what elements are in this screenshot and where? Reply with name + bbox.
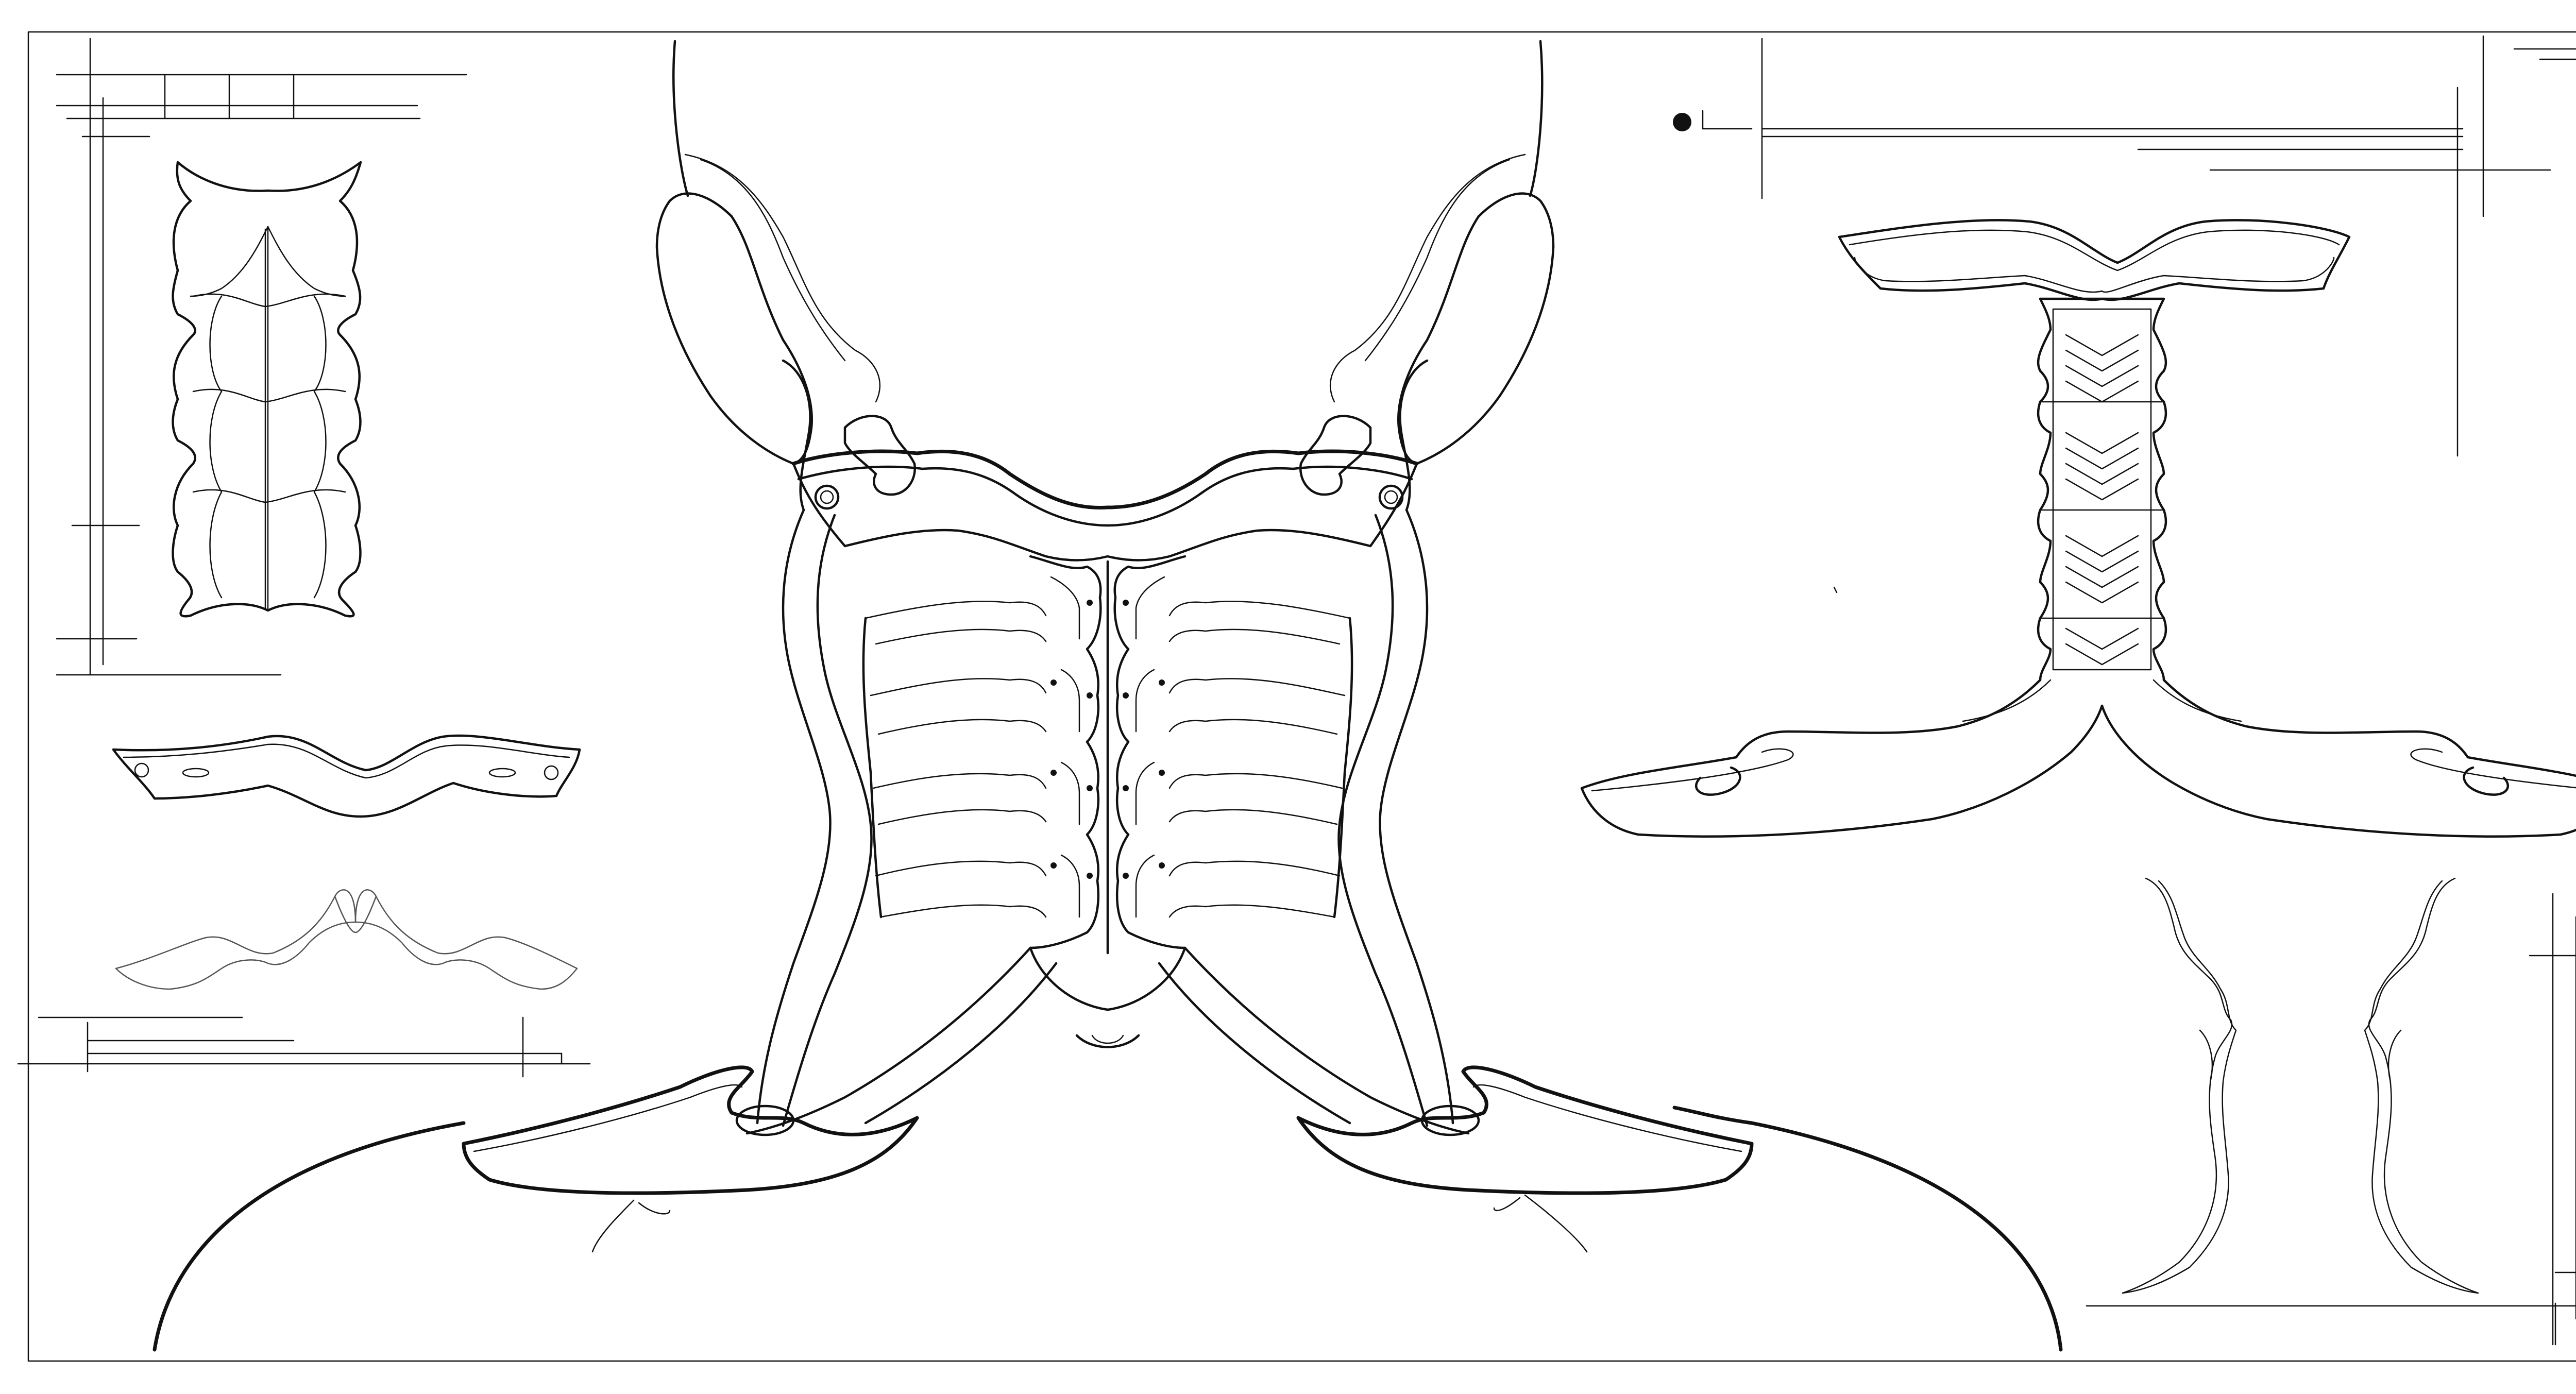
stray-pen-mark [1833,586,1838,593]
faint-shoulder-plate-sketch [115,889,578,990]
top-right-guide-lines [1673,35,2576,457]
collar-bar-sketch [112,734,581,818]
top-left-guide-lines [56,38,467,676]
right-ribs [1168,601,1351,918]
t-shaped-spine-sketch [1580,219,2576,838]
bottom-right-guide-lines [2086,893,2576,1346]
small-spine-sketch [172,161,362,618]
sheet-border [27,31,2576,1362]
bottom-left-guide-lines [17,1016,591,1078]
main-neck-brace-figure [152,40,2063,1352]
left-ribs [865,601,1047,918]
back-silhouette [152,1106,2063,1352]
central-vertebrae [1029,555,1187,955]
curved-limb-sketches [2122,877,2479,1294]
